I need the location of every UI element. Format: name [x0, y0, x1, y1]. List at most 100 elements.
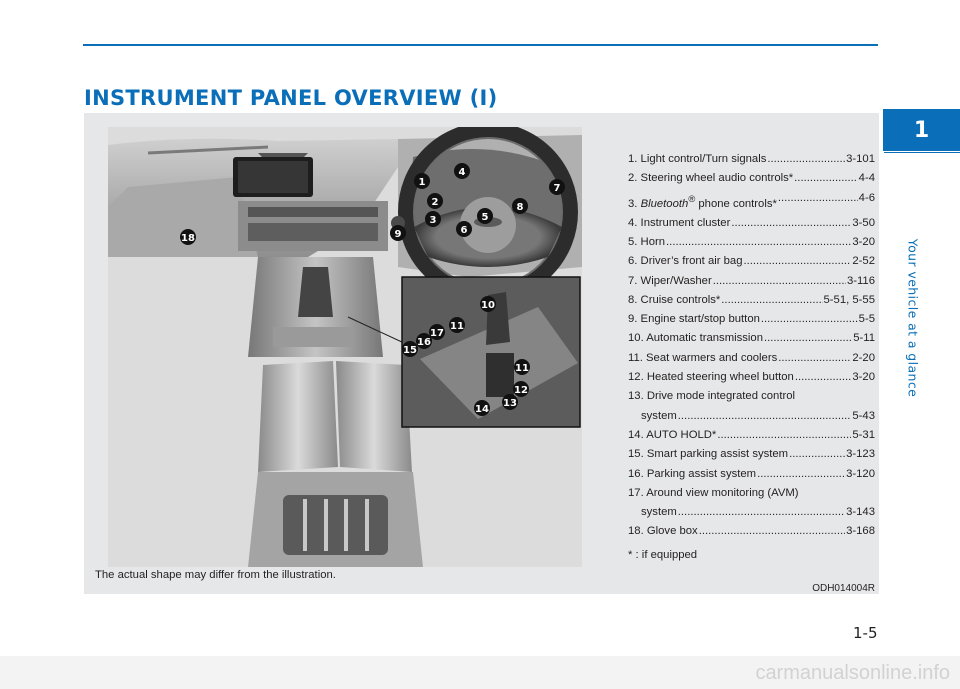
glove-box-panel — [108, 177, 258, 257]
legend-item-page: 3-50 — [852, 216, 875, 229]
legend-item-number: 3. — [628, 197, 641, 210]
callout-5: 5 — [482, 212, 489, 223]
callout-15: 15 — [403, 345, 417, 356]
legend-item-page: 3-20 — [852, 235, 875, 248]
callout-7: 7 — [554, 183, 561, 194]
armrest-right — [336, 361, 412, 472]
inset-leader-line — [347, 316, 405, 344]
top-rule — [83, 44, 878, 46]
display-glass — [238, 161, 308, 193]
legend-item-page: 4-6 — [858, 191, 875, 204]
chapter-rule — [884, 152, 960, 153]
bluetooth-wordmark: Bluetooth — [640, 197, 689, 210]
callout-18: 18 — [181, 233, 195, 244]
registered-mark: ® — [688, 192, 696, 204]
page-number: 1-5 — [853, 624, 878, 642]
legend-item-page: 5-5 — [858, 313, 875, 326]
legend-item: 10. Automatic transmission 5-11 — [628, 329, 875, 348]
callout-12: 12 — [514, 385, 528, 396]
legend-item-label: 13. Drive mode integrated control — [628, 390, 796, 403]
legend-item-label: 11. Seat warmers and coolers — [628, 351, 778, 364]
legend-item-label: 12. Heated steering wheel button — [628, 371, 794, 384]
armrest-left — [258, 361, 338, 472]
instrument-panel-illustration: 1 2 3 4 5 6 7 8 9 10 11 11 12 1 — [108, 127, 582, 567]
legend-item-label: 4. Instrument cluster — [628, 216, 731, 229]
legend-item-label: 7. Wiper/Washer — [628, 274, 712, 287]
dash-trim-line — [147, 145, 269, 155]
legend-item: 1. Light control/Turn signals 3-101 — [628, 150, 875, 169]
page-title: INSTRUMENT PANEL OVERVIEW (I) — [84, 86, 498, 110]
audio-controls — [248, 207, 378, 217]
legend-item: 14. AUTO HOLD* 5-31 — [628, 426, 875, 445]
legend-item: 7. Wiper/Washer 3-116 — [628, 272, 875, 291]
legend-item: 8. Cruise controls* 5-51, 5-55 — [628, 291, 875, 310]
callout-9: 9 — [395, 229, 402, 240]
legend-item: 4. Instrument cluster 3-50 — [628, 214, 875, 233]
legend-item: 13. Drive mode integrated control system… — [628, 387, 875, 426]
legend-item-page: 5-11 — [853, 332, 875, 345]
legend-item-label-line2: system — [641, 506, 677, 519]
legend-item-page: 3-123 — [846, 448, 875, 461]
legend-item-label: 17. Around view monitoring (AVM) — [628, 486, 799, 499]
legend-item: 6. Driver’s front air bag 2-52 — [628, 252, 875, 271]
inset-drive-mode-switch — [486, 353, 514, 397]
cup-holder — [273, 327, 353, 347]
chapter-tab: 1 — [883, 109, 960, 151]
legend-item: 9. Engine start/stop button 5-5 — [628, 310, 875, 329]
legend-item-label: 3. Bluetooth® phone controls* — [628, 189, 777, 214]
callout-14: 14 — [475, 404, 489, 415]
legend-item-page: 5-51, 5-55 — [823, 293, 876, 306]
callout-1: 1 — [419, 177, 426, 188]
legend-item-label: 14. AUTO HOLD* — [628, 428, 717, 441]
legend-item-label: 10. Automatic transmission — [628, 332, 763, 345]
legend-item-label: 15. Smart parking assist system — [628, 448, 789, 461]
figure-ref-code: ODH014004R — [812, 583, 875, 594]
legend-item-page: 3-143 — [846, 506, 875, 519]
callout-10: 10 — [481, 300, 495, 311]
footer-watermark: carmanualsonline.info — [755, 662, 950, 684]
chapter-title: Your vehicle at a glance — [905, 238, 921, 398]
figure-caption: The actual shape may differ from the ill… — [95, 569, 336, 581]
legend-item-label: 16. Parking assist system — [628, 467, 757, 480]
callout-16: 16 — [417, 337, 431, 348]
chapter-number: 1 — [913, 117, 930, 143]
legend-item: 18. Glove box3-168 — [628, 522, 875, 541]
legend-item-label-rest: phone controls* — [695, 197, 777, 210]
legend-item-page: 3-120 — [846, 467, 875, 480]
callout-8: 8 — [517, 202, 524, 213]
figure-panel: 1 2 3 4 5 6 7 8 9 10 11 11 12 1 — [84, 113, 879, 594]
legend-item-page: 4-4 — [858, 172, 875, 185]
legend-item: 17. Around view monitoring (AVM) system … — [628, 484, 875, 523]
callout-6: 6 — [461, 225, 468, 236]
legend-item: 2. Steering wheel audio controls* 4-4 — [628, 169, 875, 188]
footer-strip — [0, 656, 960, 689]
callout-4: 4 — [459, 167, 466, 178]
callout-11: 11 — [450, 321, 464, 332]
legend-item: 11. Seat warmers and coolers 2-20 — [628, 349, 875, 368]
legend-item-page: 2-52 — [852, 255, 875, 268]
legend-item-label: 6. Driver’s front air bag — [628, 255, 743, 268]
rear-vents — [283, 495, 388, 555]
legend-item-label: 5. Horn — [628, 235, 666, 248]
legend-item-page: 3-168 — [846, 525, 875, 538]
gear-shifter — [298, 267, 333, 317]
legend-item-page: 5-43 — [852, 409, 875, 422]
legend-item-label: 1. Light control/Turn signals — [628, 153, 767, 165]
legend-item-label: 8. Cruise controls* — [628, 293, 721, 306]
legend-item-label: 9. Engine start/stop button — [628, 313, 760, 326]
legend-item: 16. Parking assist system 3-120 — [628, 465, 875, 484]
climate-controls — [248, 223, 378, 241]
legend-item-page: 3-101 — [846, 153, 875, 165]
legend-item-page: 2-20 — [852, 351, 875, 364]
legend-item-page: 5-31 — [852, 428, 875, 441]
vent-top — [258, 153, 308, 157]
legend-item: 12. Heated steering wheel button 3-20 — [628, 368, 875, 387]
callout-11b: 11 — [515, 363, 529, 374]
legend-item: 5. Horn 3-20 — [628, 233, 875, 252]
legend-item: 3. Bluetooth® phone controls* 4-6 — [628, 189, 875, 214]
legend-item-label: 2. Steering wheel audio controls* — [628, 172, 794, 185]
legend-item-page: 3-116 — [846, 274, 875, 287]
legend-list: 1. Light control/Turn signals 3-101 2. St… — [628, 150, 875, 565]
legend-item: 15. Smart parking assist system 3-123 — [628, 445, 875, 464]
legend-item-page: 3-20 — [852, 371, 875, 384]
